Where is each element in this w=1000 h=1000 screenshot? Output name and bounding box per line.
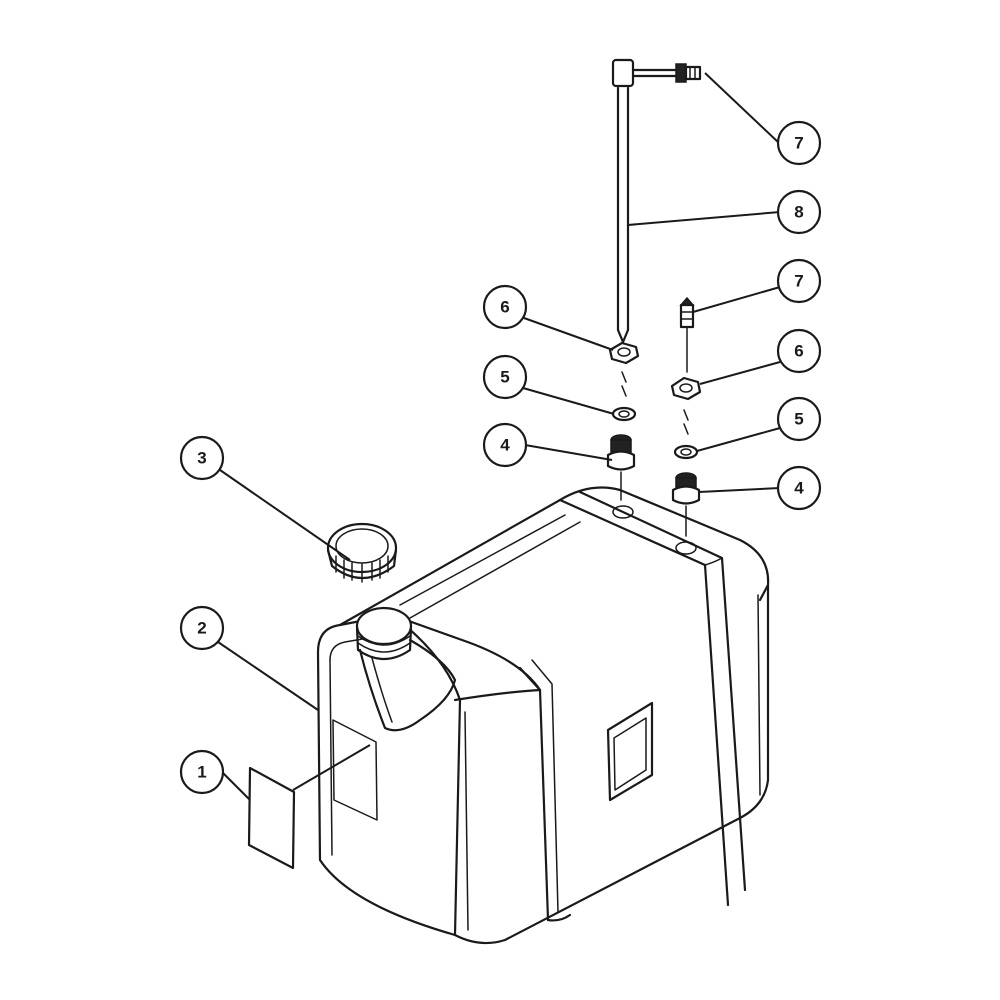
side-window-recess (606, 701, 654, 802)
svg-text:5: 5 (500, 368, 509, 387)
balloon-7-right: 7 (776, 258, 822, 304)
right-fitting-7 (679, 296, 695, 373)
right-fitting-4 (671, 472, 701, 537)
svg-text:6: 6 (794, 342, 803, 361)
svg-text:6: 6 (500, 298, 509, 317)
balloon-3: 3 (179, 435, 225, 481)
leader-lines (217, 72, 781, 801)
svg-text:7: 7 (794, 272, 803, 291)
balloon-8: 8 (776, 189, 822, 235)
balloon-7-top: 7 (776, 120, 822, 166)
balloon-1: 1 (179, 749, 225, 795)
svg-text:4: 4 (500, 436, 510, 455)
svg-text:2: 2 (197, 619, 206, 638)
left-nut-6 (608, 341, 640, 397)
right-nut-6 (670, 376, 702, 435)
balloon-4-right: 4 (776, 465, 822, 511)
svg-text:3: 3 (197, 449, 206, 468)
svg-text:7: 7 (794, 134, 803, 153)
tank-body (316, 486, 770, 945)
balloon-6-right: 6 (776, 328, 822, 374)
filler-cap (326, 522, 398, 583)
label-plate (247, 766, 296, 870)
balloon-5-right: 5 (776, 396, 822, 442)
left-fitting-4 (606, 434, 636, 501)
dip-tube (611, 58, 678, 344)
svg-text:1: 1 (197, 763, 206, 782)
balloon-4-left: 4 (482, 422, 528, 468)
svg-text:4: 4 (794, 479, 804, 498)
right-washer-5 (673, 444, 699, 460)
label-recess (332, 719, 378, 821)
top-fitting-7 (675, 63, 702, 83)
filler-neck (355, 606, 457, 732)
svg-text:8: 8 (794, 203, 803, 222)
svg-text:5: 5 (794, 410, 803, 429)
left-washer-5 (611, 406, 637, 422)
balloon-2: 2 (179, 605, 225, 651)
balloon-6-left: 6 (482, 284, 528, 330)
balloon-5-left: 5 (482, 354, 528, 400)
